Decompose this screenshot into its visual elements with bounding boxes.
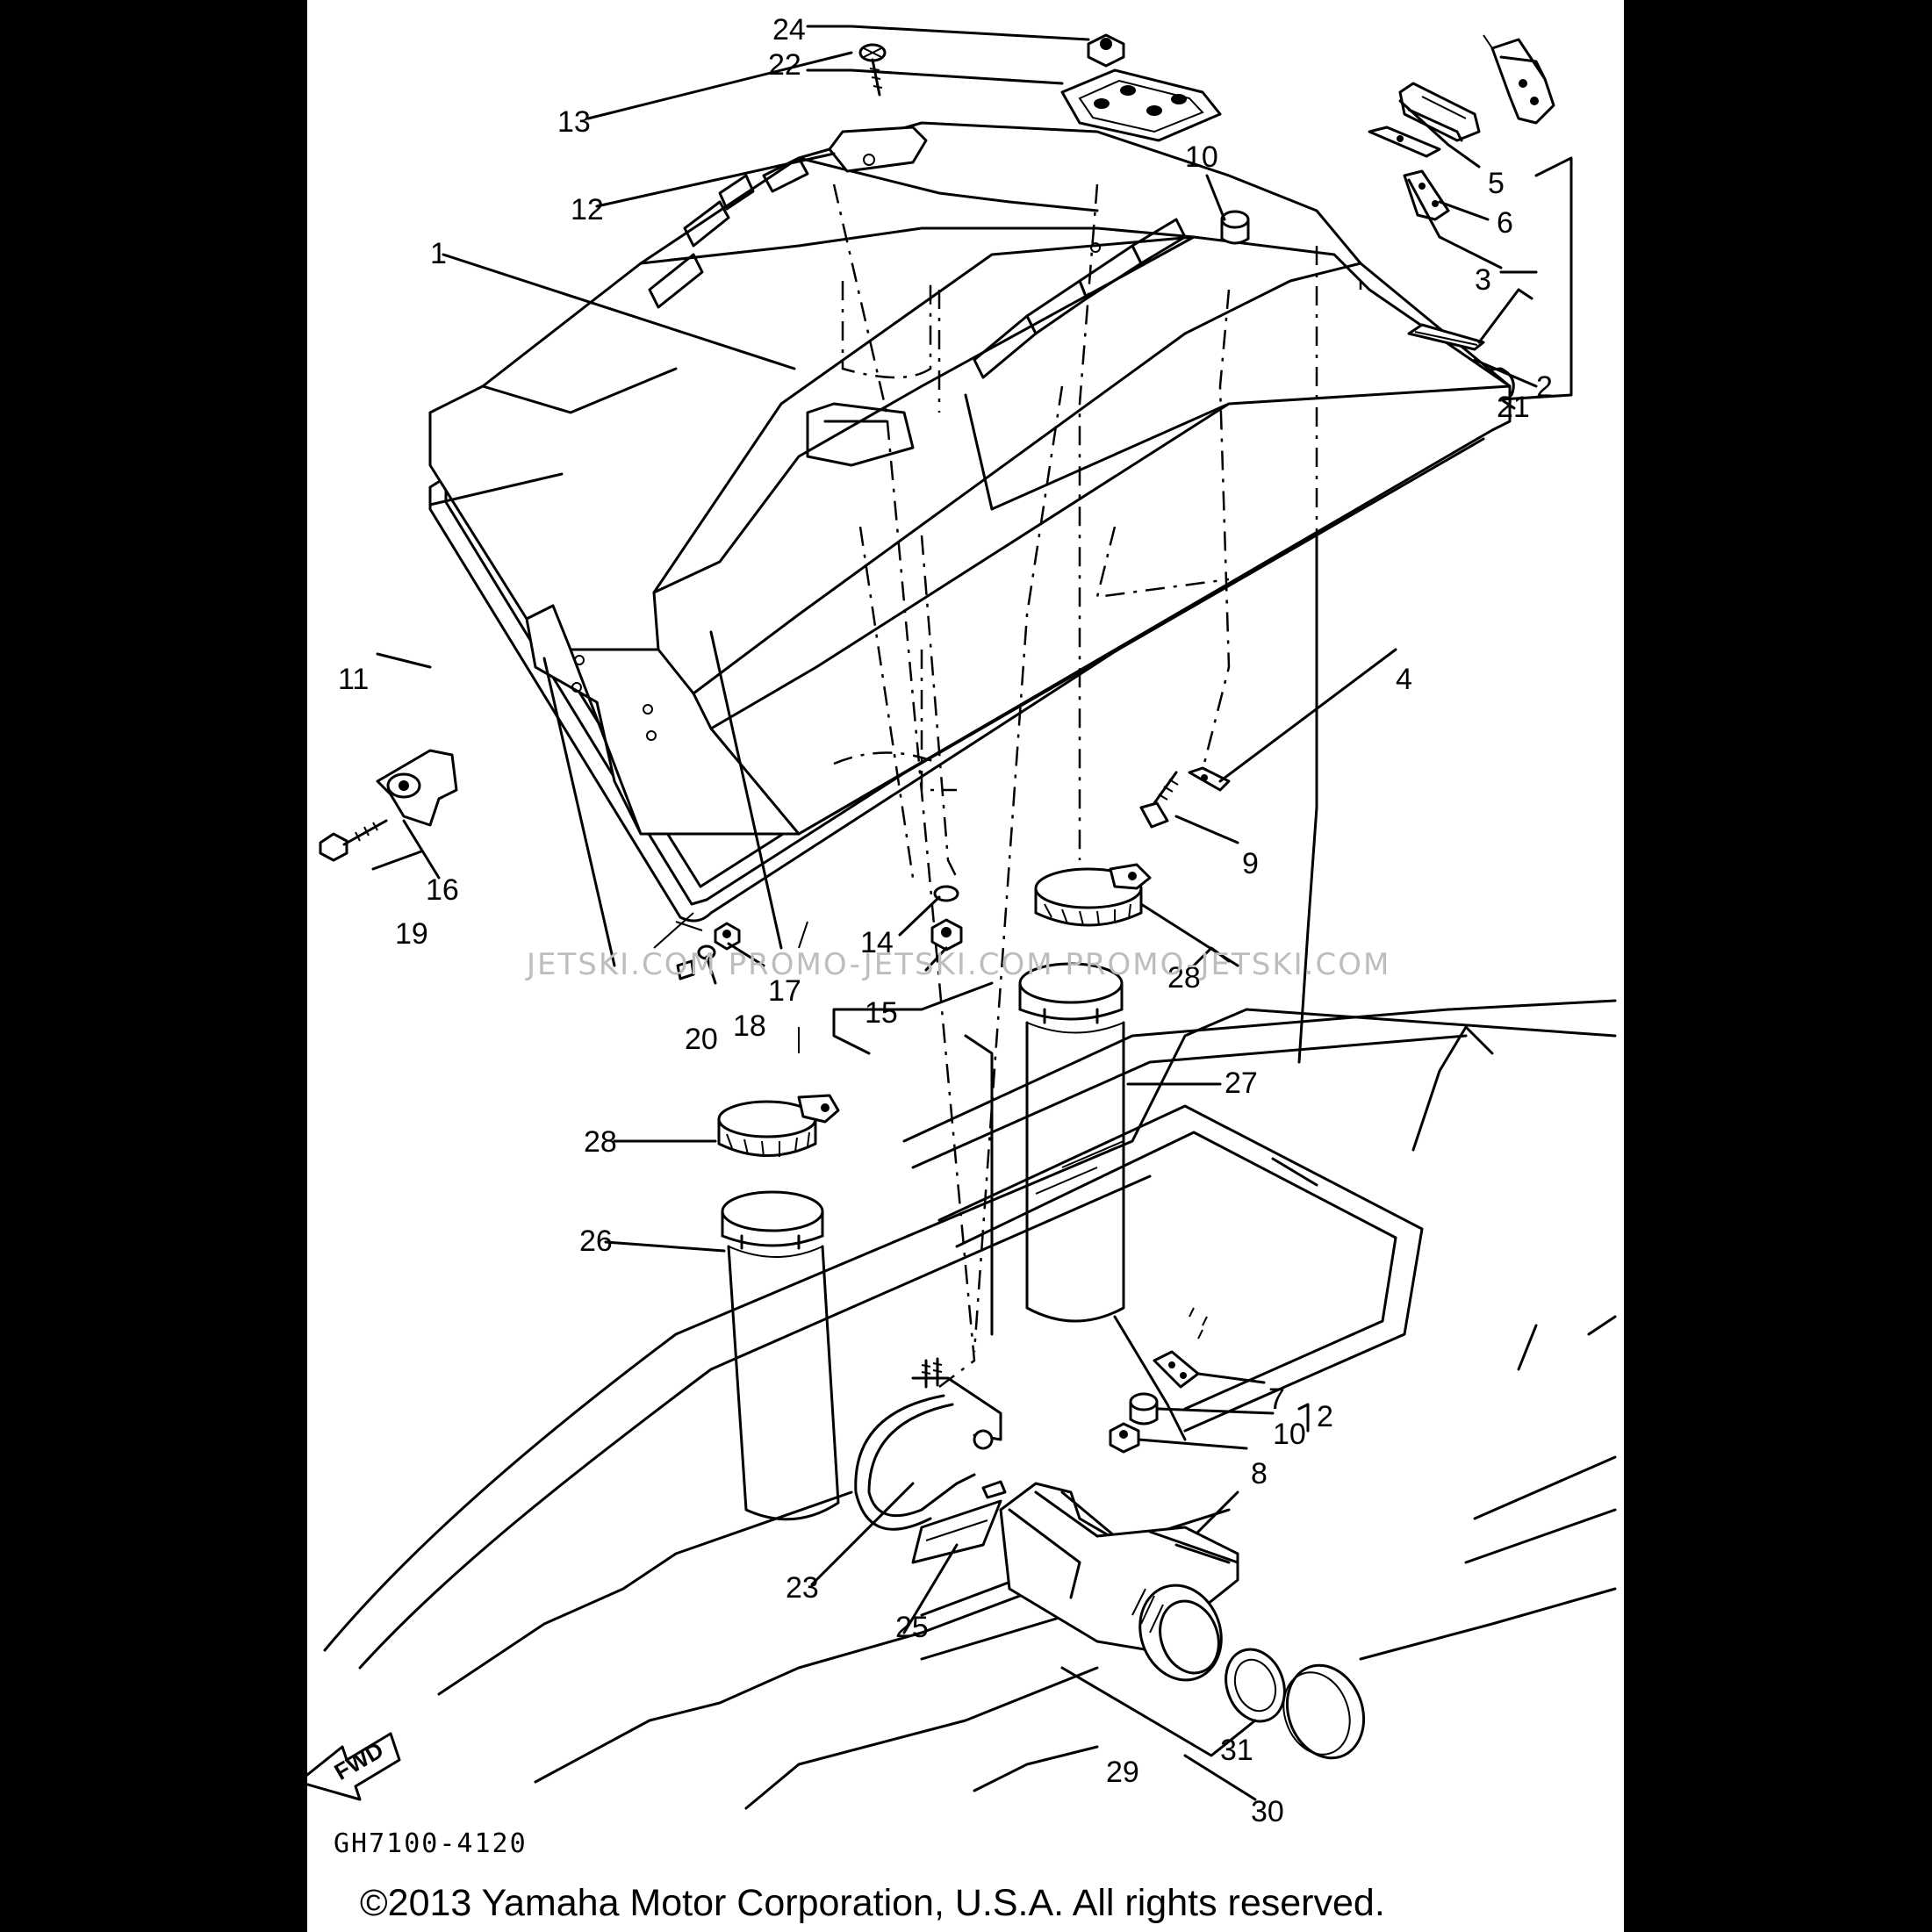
o-ring-31 xyxy=(1225,1648,1286,1723)
bolt-9 xyxy=(1139,771,1179,829)
hinge-16 xyxy=(376,749,458,827)
bolt-19 xyxy=(319,819,388,862)
callout: 24 xyxy=(772,13,806,47)
spacer-10 xyxy=(1220,210,1250,245)
spacer-10-lower xyxy=(1129,1392,1159,1426)
callout: 21 xyxy=(1497,391,1530,424)
callout: 15 xyxy=(865,996,898,1030)
diagram-code: GH7100-4120 xyxy=(334,1828,528,1859)
tag-25 xyxy=(911,1480,1007,1564)
hook-assembly xyxy=(1483,34,1555,125)
nut-8 xyxy=(1109,1422,1140,1454)
forward-direction-arrow: FWD xyxy=(307,1732,401,1801)
callout: 26 xyxy=(579,1225,613,1258)
callout: 8 xyxy=(1251,1457,1268,1490)
callout: 9 xyxy=(1242,847,1259,880)
callout: 14 xyxy=(860,926,894,959)
hidden-line xyxy=(841,281,932,379)
callout: 25 xyxy=(895,1611,929,1644)
callout: 31 xyxy=(1220,1734,1253,1767)
hose-clamp-28 xyxy=(717,1094,840,1158)
callout: 10 xyxy=(1185,140,1218,174)
callout: 4 xyxy=(1396,663,1412,696)
air-duct-27 xyxy=(1018,962,1125,1323)
callout: 29 xyxy=(1106,1756,1139,1789)
latch-5 xyxy=(1398,82,1481,142)
seal-strip-21 xyxy=(1407,323,1485,351)
callout: 22 xyxy=(768,48,801,82)
callout: 30 xyxy=(1251,1795,1284,1828)
air-intake-29 xyxy=(999,1482,1239,1682)
callout: 10 xyxy=(1273,1418,1306,1451)
hatch-cover-1 xyxy=(428,121,1512,836)
air-duct-26 xyxy=(721,1190,840,1521)
callout: 13 xyxy=(557,105,591,139)
hidden-line xyxy=(833,751,940,765)
parts-diagram-sheet: FWD 1 2 xyxy=(307,0,1624,1932)
cap-22 xyxy=(1060,68,1222,142)
callout: 20 xyxy=(685,1023,718,1056)
watermark-text: JETSKI.COM PROMO-JETSKI.COM PROMO-JETSKI… xyxy=(525,947,1390,982)
exploded-parts-diagram: FWD 1 2 xyxy=(307,13,1617,1924)
leader-30 xyxy=(1183,1754,1257,1801)
callout: 28 xyxy=(584,1125,617,1159)
plate-6 xyxy=(1368,126,1441,158)
callout: 27 xyxy=(1225,1067,1258,1100)
bracket-3 xyxy=(1403,169,1450,221)
cap-12 xyxy=(828,126,928,173)
plate-4 xyxy=(1188,766,1231,792)
nut-15 xyxy=(930,918,963,952)
callout: 16 xyxy=(426,873,459,907)
callout: 6 xyxy=(1497,206,1513,240)
callout: 23 xyxy=(786,1571,819,1605)
callout: 12 xyxy=(571,193,604,226)
cap-30 xyxy=(1282,1663,1366,1760)
screw-13 xyxy=(858,43,887,97)
nut-24 xyxy=(1087,33,1125,68)
strap-23 xyxy=(854,1357,1002,1531)
callout: 19 xyxy=(395,917,428,951)
hole-marks xyxy=(1189,1307,1208,1339)
callout: 11 xyxy=(338,663,369,696)
copyright-notice: ©2013 Yamaha Motor Corporation, U.S.A. A… xyxy=(360,1882,1385,1924)
callout: 1 xyxy=(430,237,447,270)
callout: 3 xyxy=(1475,263,1491,297)
assembly-lines xyxy=(428,183,1362,1388)
callout: 17 xyxy=(768,974,801,1008)
callout: 5 xyxy=(1488,167,1505,200)
plate-7 xyxy=(1153,1350,1200,1389)
nut-17 xyxy=(714,922,741,951)
leader-lines xyxy=(371,25,1573,1634)
hose-clamp-28 xyxy=(1034,863,1152,927)
callout: 7 xyxy=(1268,1383,1285,1416)
callout: 2 xyxy=(1536,370,1553,404)
callout: 2 xyxy=(1317,1400,1333,1433)
leader-29 xyxy=(1060,1666,1257,1757)
callout: 28 xyxy=(1167,961,1201,995)
callout-labels: 1 2 2 3 4 5 6 7 8 9 10 10 11 12 13 14 15… xyxy=(338,13,1553,1828)
callout: 18 xyxy=(733,1009,766,1043)
